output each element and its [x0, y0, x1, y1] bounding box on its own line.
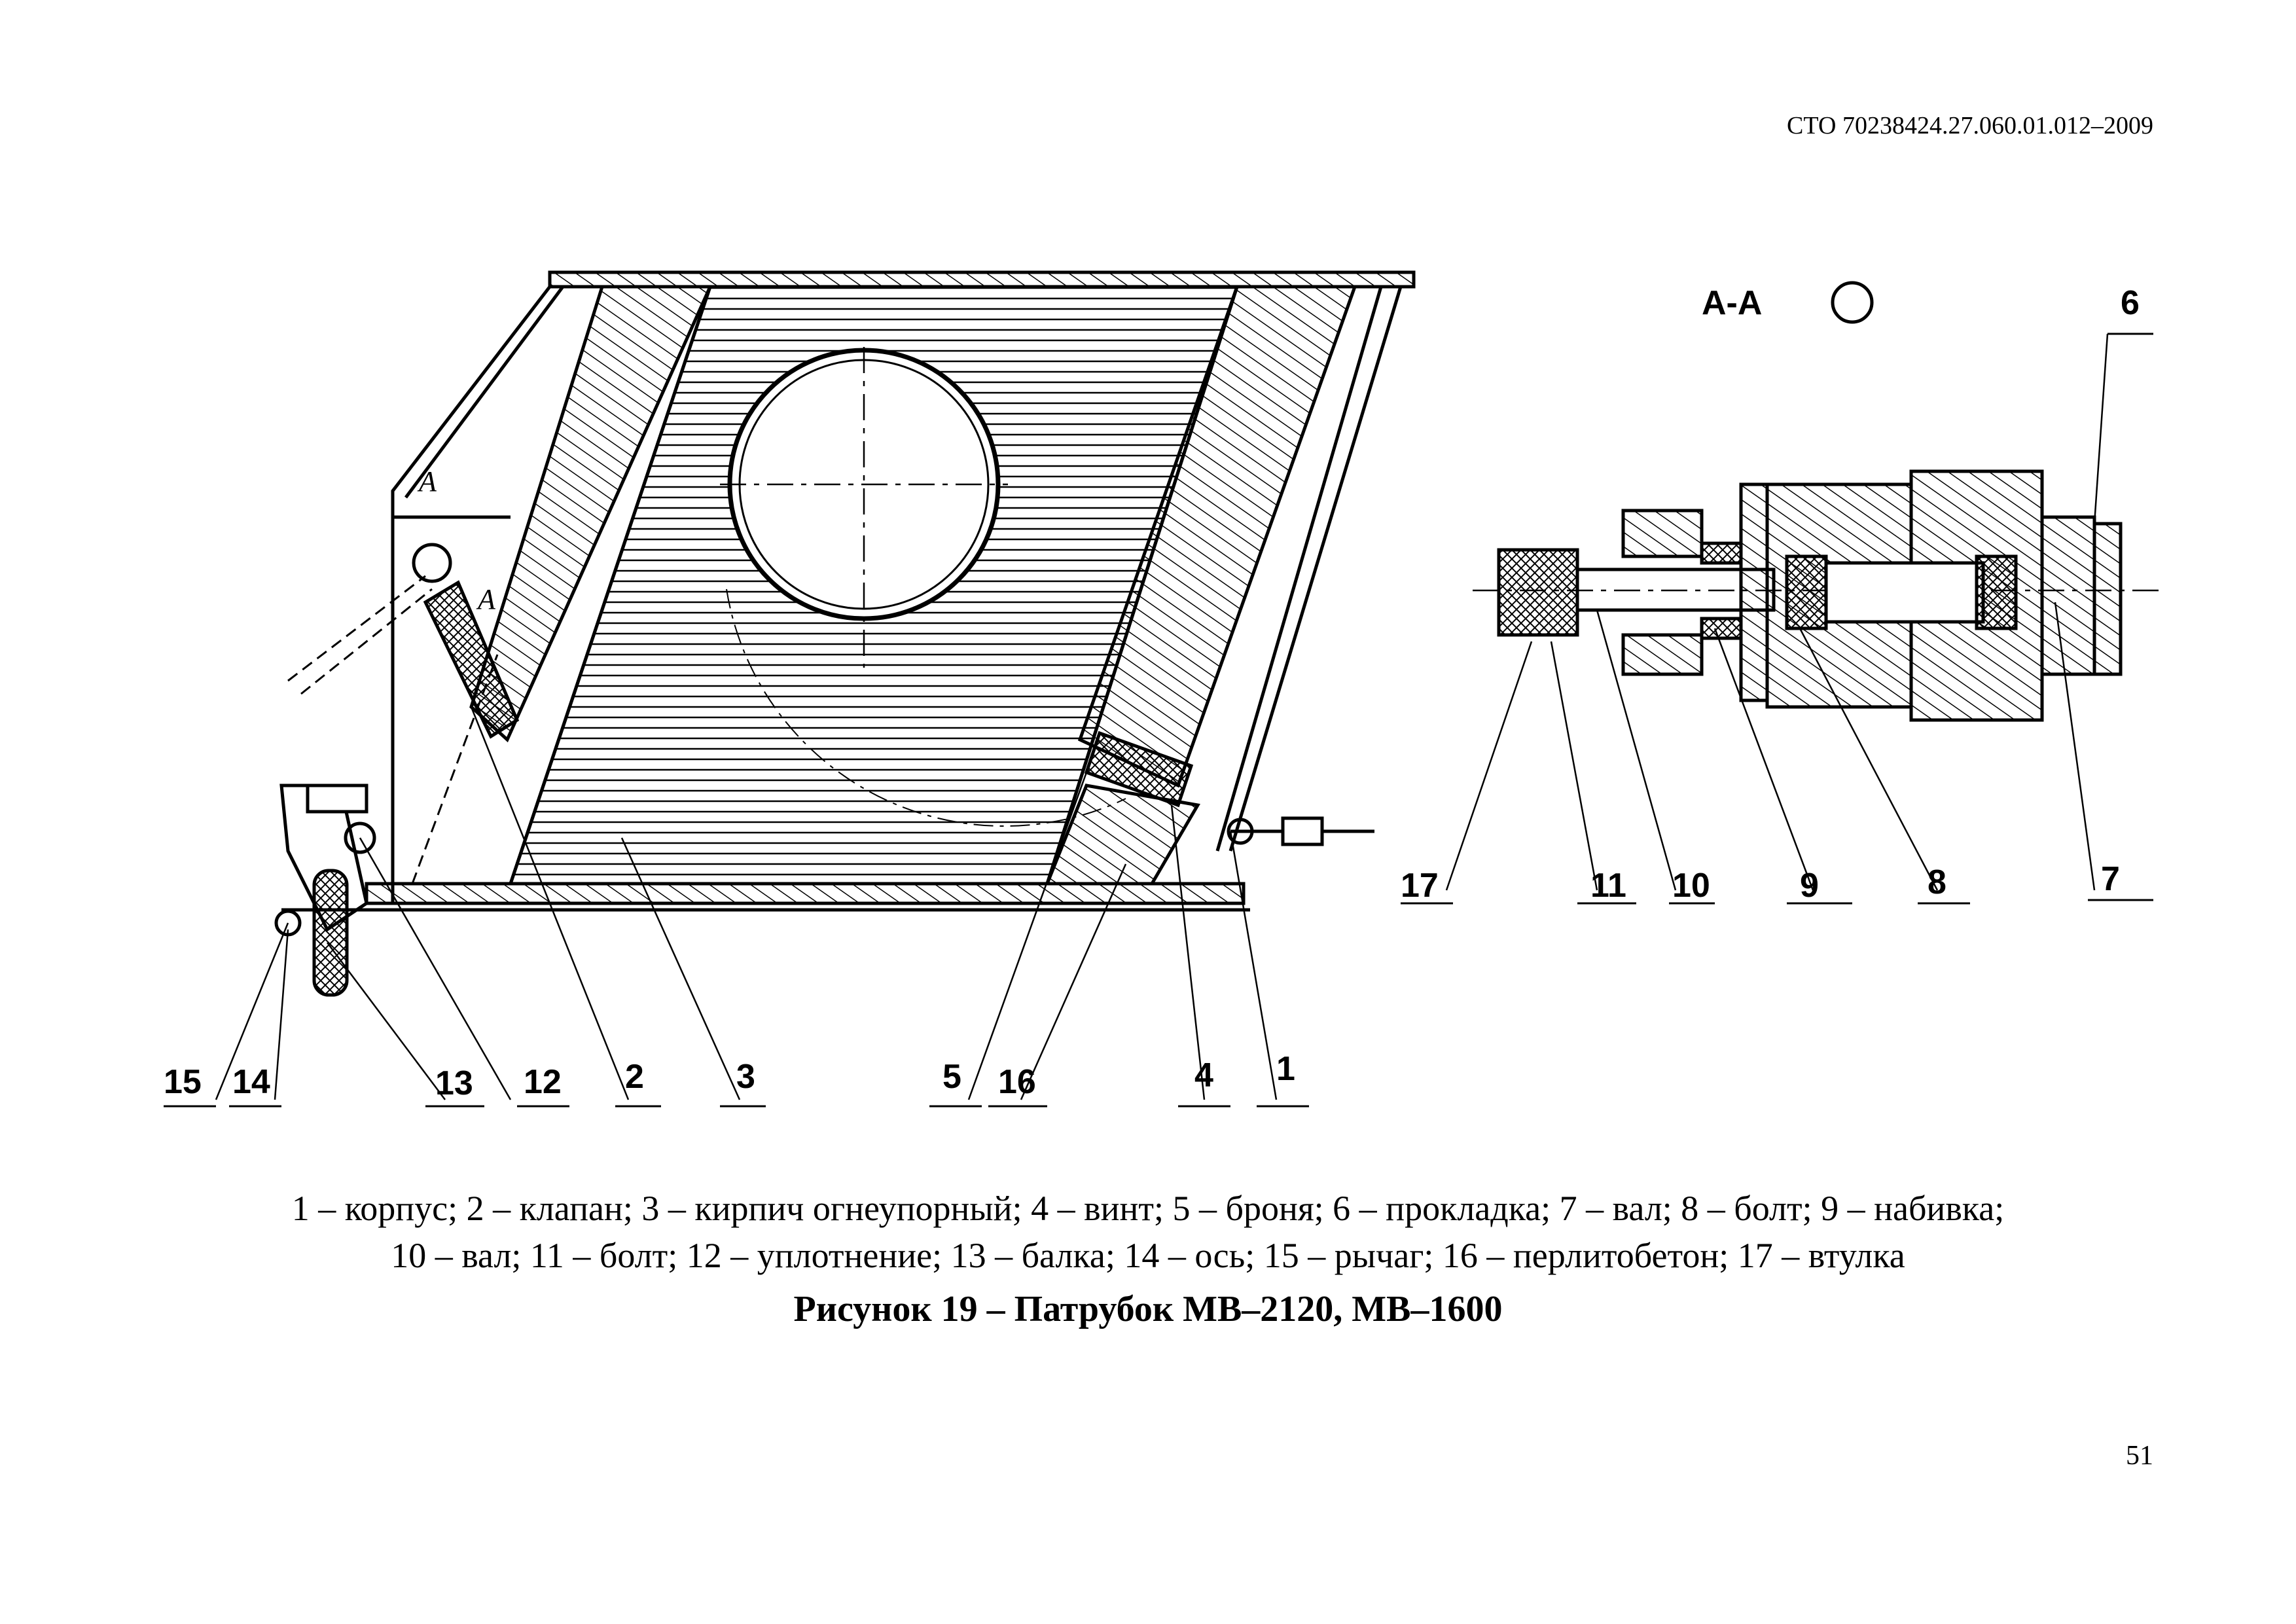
section-a-a-view: [1401, 281, 2160, 905]
callout-5: 5: [942, 1058, 961, 1096]
callout-17: 17: [1401, 867, 1439, 905]
callout-13: 13: [435, 1064, 473, 1102]
callout-7: 7: [2101, 860, 2120, 898]
cut-mark-a-top: А: [417, 465, 437, 497]
callout-14: 14: [232, 1063, 270, 1101]
section-label: А-А: [1702, 284, 1762, 322]
cut-mark-a-bottom: А: [476, 583, 496, 615]
callout-16: 16: [998, 1063, 1036, 1101]
callout-11: 11: [1590, 867, 1626, 905]
callout-8: 8: [1928, 863, 1946, 901]
callout-12: 12: [524, 1063, 562, 1101]
document-code: СТО 70238424.27.060.01.012–2009: [1787, 112, 2153, 139]
main-view-leaders: [215, 706, 1278, 1100]
main-section-view: [274, 270, 1416, 997]
callout-1: 1: [1276, 1050, 1295, 1088]
callout-3: 3: [736, 1058, 755, 1096]
callout-2: 2: [625, 1058, 644, 1096]
callout-4: 4: [1194, 1056, 1213, 1094]
callout-10: 10: [1672, 867, 1710, 905]
callout-9: 9: [1800, 867, 1819, 905]
figure-title: Рисунок 19 – Патрубок МВ–2120, МВ–1600: [793, 1289, 1503, 1329]
callout-15: 15: [164, 1063, 202, 1101]
page-number: 51: [2126, 1441, 2153, 1471]
legend-line-1: 1 – корпус; 2 – клапан; 3 – кирпич огнеу…: [291, 1189, 2005, 1228]
callout-6: 6: [2121, 284, 2140, 322]
legend-line-2: 10 – вал; 11 – болт; 12 – уплотнение; 13…: [391, 1236, 1905, 1275]
